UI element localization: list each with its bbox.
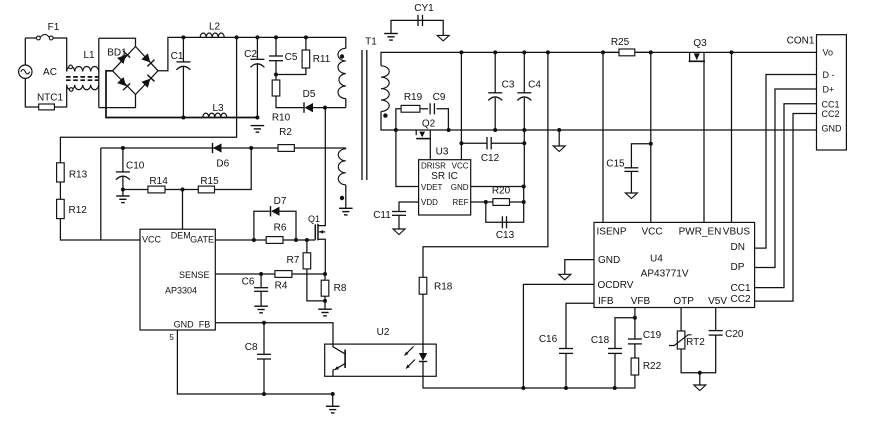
svg-text:RT2: RT2 <box>686 337 705 348</box>
svg-text:CC1: CC1 <box>822 99 840 109</box>
svg-text:VCC: VCC <box>452 161 469 170</box>
svg-text:R8: R8 <box>334 283 347 294</box>
svg-text:R13: R13 <box>69 169 88 180</box>
svg-text:T1: T1 <box>365 37 377 48</box>
svg-text:CC1: CC1 <box>731 283 751 294</box>
svg-text:C3: C3 <box>502 80 515 91</box>
svg-text:L3: L3 <box>212 103 224 114</box>
svg-text:SENSE: SENSE <box>179 270 210 280</box>
svg-text:IFB: IFB <box>598 296 614 307</box>
svg-text:R2: R2 <box>279 127 292 138</box>
svg-text:R20: R20 <box>492 186 511 197</box>
svg-text:CON1: CON1 <box>787 36 815 47</box>
svg-text:REF: REF <box>453 198 469 207</box>
svg-text:C16: C16 <box>539 334 558 345</box>
svg-text:VBUS: VBUS <box>723 227 751 238</box>
svg-text:C9: C9 <box>433 92 446 103</box>
svg-text:C12: C12 <box>481 153 500 164</box>
svg-text:VDET: VDET <box>421 183 442 192</box>
svg-text:D5: D5 <box>303 89 316 100</box>
svg-text:AP43771V: AP43771V <box>641 269 689 280</box>
svg-text:R6: R6 <box>274 223 287 234</box>
svg-text:DP: DP <box>731 262 745 273</box>
svg-text:R10: R10 <box>272 113 291 124</box>
svg-text:D7: D7 <box>274 196 287 207</box>
svg-text:R22: R22 <box>643 361 662 372</box>
svg-text:Q2: Q2 <box>422 118 436 129</box>
svg-text:V5V: V5V <box>708 296 727 307</box>
svg-text:C2: C2 <box>244 49 257 60</box>
svg-text:C19: C19 <box>643 330 662 341</box>
svg-text:R19: R19 <box>404 92 423 103</box>
svg-text:R15: R15 <box>200 176 219 187</box>
svg-text:C18: C18 <box>591 335 610 346</box>
svg-text:5: 5 <box>169 333 174 342</box>
svg-text:DEM: DEM <box>171 231 191 241</box>
svg-text:GATE: GATE <box>190 235 214 245</box>
svg-text:C6: C6 <box>242 277 255 288</box>
svg-text:CC2: CC2 <box>731 294 751 305</box>
svg-text:VFB: VFB <box>631 296 651 307</box>
svg-text:BD1: BD1 <box>107 48 127 59</box>
svg-text:C5: C5 <box>285 52 298 63</box>
svg-text:C4: C4 <box>528 80 541 91</box>
svg-text:D6: D6 <box>216 158 229 169</box>
svg-text:R18: R18 <box>434 282 453 293</box>
svg-text:C1: C1 <box>171 51 184 62</box>
svg-text:OTP: OTP <box>673 296 694 307</box>
svg-text:F1: F1 <box>48 22 60 33</box>
svg-text:R25: R25 <box>611 37 630 48</box>
svg-text:DN: DN <box>731 242 745 253</box>
svg-text:FB: FB <box>199 319 211 329</box>
svg-text:D -: D - <box>823 70 835 80</box>
svg-text:L1: L1 <box>83 50 95 61</box>
svg-text:C8: C8 <box>245 342 258 353</box>
svg-text:PWR_EN: PWR_EN <box>679 227 722 238</box>
svg-text:D+: D+ <box>823 85 835 95</box>
svg-text:CC2: CC2 <box>822 109 840 119</box>
svg-text:CY1: CY1 <box>414 3 434 14</box>
svg-text:U2: U2 <box>377 327 390 338</box>
svg-text:C20: C20 <box>725 329 744 340</box>
svg-text:AC: AC <box>43 67 57 78</box>
svg-text:GND: GND <box>174 319 195 329</box>
svg-text:L2: L2 <box>209 21 221 32</box>
svg-text:C11: C11 <box>373 210 391 221</box>
svg-text:U3: U3 <box>436 146 449 157</box>
svg-text:AP3304: AP3304 <box>165 286 197 296</box>
svg-text:C13: C13 <box>496 230 515 241</box>
svg-text:VCC: VCC <box>641 227 662 238</box>
svg-text:GND: GND <box>598 255 620 266</box>
svg-text:R12: R12 <box>69 205 88 216</box>
svg-text:VDD: VDD <box>421 198 438 207</box>
svg-text:Q1: Q1 <box>308 214 320 224</box>
svg-text:GND: GND <box>451 183 469 192</box>
svg-text:U4: U4 <box>650 253 663 264</box>
svg-text:ISENP: ISENP <box>597 227 627 238</box>
svg-text:VCC: VCC <box>142 235 162 245</box>
svg-text:Q3: Q3 <box>693 38 707 49</box>
svg-text:R4: R4 <box>275 280 288 291</box>
svg-text:R14: R14 <box>149 176 168 187</box>
svg-text:C10: C10 <box>126 160 145 171</box>
svg-text:Vo: Vo <box>823 48 834 58</box>
svg-text:R11: R11 <box>313 54 331 65</box>
svg-text:NTC1: NTC1 <box>37 92 64 103</box>
svg-text:SR IC: SR IC <box>431 171 458 182</box>
svg-text:DRISR: DRISR <box>421 161 446 170</box>
svg-text:R7: R7 <box>287 255 300 266</box>
svg-text:C15: C15 <box>606 159 625 170</box>
svg-text:OCDRV: OCDRV <box>598 280 634 291</box>
svg-text:GND: GND <box>822 124 843 134</box>
